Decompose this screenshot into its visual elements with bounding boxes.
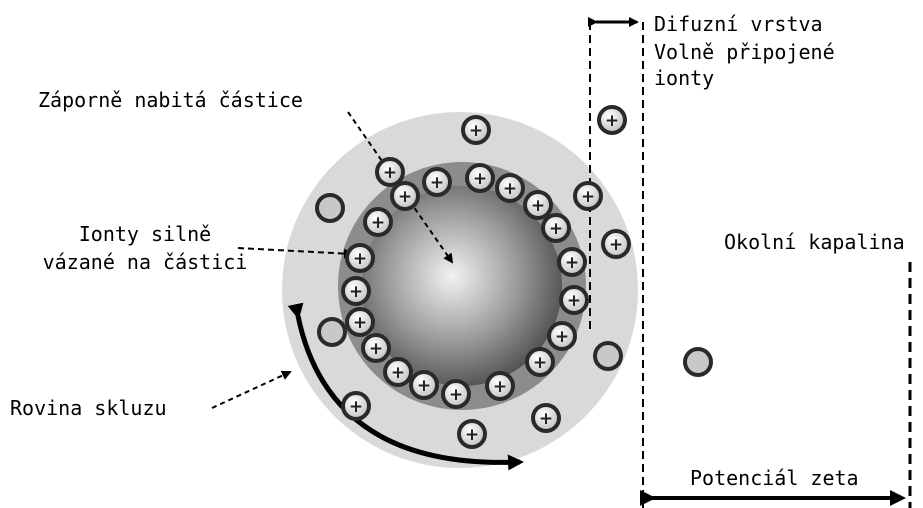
- ion-charge-symbol: +: [567, 291, 581, 311]
- ion-charge-symbol: +: [503, 179, 517, 199]
- ion-charge-symbol: +: [430, 173, 444, 193]
- positive-ion: +: [392, 183, 418, 209]
- ion-charge-symbol: +: [353, 249, 367, 269]
- ion-charge-symbol: +: [353, 313, 367, 333]
- positive-ion: +: [543, 215, 569, 241]
- positive-ion: +: [533, 405, 559, 431]
- ion-charge-symbol: +: [349, 397, 363, 417]
- ion-charge-symbol: +: [398, 187, 412, 207]
- loose-ions-label-line1: Volně připojené: [654, 40, 835, 64]
- slip-plane-pointer: [212, 372, 290, 408]
- positive-ion: +: [411, 372, 437, 398]
- positive-ion: +: [559, 249, 585, 275]
- positive-ion: +: [459, 421, 485, 447]
- positive-ion: +: [599, 107, 625, 133]
- diffuse-layer-label: Difuzní vrstva: [654, 12, 823, 36]
- ion-charge-symbol: +: [609, 235, 623, 255]
- negative-ion: [319, 319, 345, 345]
- positive-ion: +: [377, 159, 403, 185]
- negative-particle-label: Záporně nabitá částice: [38, 88, 303, 112]
- ion-charge-symbol: +: [465, 425, 479, 445]
- loose-ions-label-line2: ionty: [654, 66, 714, 90]
- positive-ion: +: [363, 335, 389, 361]
- negative-ion: [685, 349, 711, 375]
- positive-ion: +: [575, 183, 601, 209]
- ion-charge-symbol: +: [369, 339, 383, 359]
- positive-ion: +: [385, 359, 411, 385]
- positive-ion: +: [347, 245, 373, 271]
- positive-ion: +: [467, 165, 493, 191]
- slip-plane-label: Rovina skluzu: [10, 396, 167, 420]
- positive-ion: +: [365, 209, 391, 235]
- ion-charge-symbol: +: [493, 377, 507, 397]
- ion-charge-symbol: +: [417, 376, 431, 396]
- positive-ion: +: [424, 169, 450, 195]
- positive-ion: +: [603, 231, 629, 257]
- ion-charge-symbol: +: [565, 253, 579, 273]
- ion-charge-symbol: +: [555, 327, 569, 347]
- ion-charge-symbol: +: [469, 121, 483, 141]
- positive-ion: +: [527, 349, 553, 375]
- positive-ion: +: [487, 373, 513, 399]
- positive-ion: +: [463, 117, 489, 143]
- ion-charge-symbol: +: [383, 163, 397, 183]
- bound-ions-label-line1: Ionty silně: [40, 222, 250, 246]
- positive-ion: +: [549, 323, 575, 349]
- positive-ion: +: [343, 393, 369, 419]
- negative-ion: [595, 343, 621, 369]
- ion-charge-symbol: +: [539, 409, 553, 429]
- positive-ion: +: [497, 175, 523, 201]
- positive-ion: +: [561, 287, 587, 313]
- bound-ions-label-line2: vázané na částici: [40, 250, 250, 274]
- ion-charge-symbol: +: [391, 363, 405, 383]
- ion-charge-symbol: +: [533, 353, 547, 373]
- ion-charge-symbol: +: [449, 385, 463, 405]
- ion-charge-symbol: +: [371, 213, 385, 233]
- zeta-potential-label: Potenciál zeta: [690, 466, 859, 490]
- ion-charge-symbol: +: [549, 219, 563, 239]
- positive-ion: +: [343, 278, 369, 304]
- surrounding-liquid-label: Okolní kapalina: [724, 230, 905, 254]
- ion-charge-symbol: +: [349, 282, 363, 302]
- positive-ion: +: [525, 192, 551, 218]
- ion-charge-symbol: +: [531, 196, 545, 216]
- positive-ion: +: [347, 309, 373, 335]
- ion-charge-symbol: +: [473, 169, 487, 189]
- ion-charge-symbol: +: [605, 111, 619, 131]
- ion-charge-symbol: +: [581, 187, 595, 207]
- negative-ion: [317, 195, 343, 221]
- positive-ion: +: [443, 381, 469, 407]
